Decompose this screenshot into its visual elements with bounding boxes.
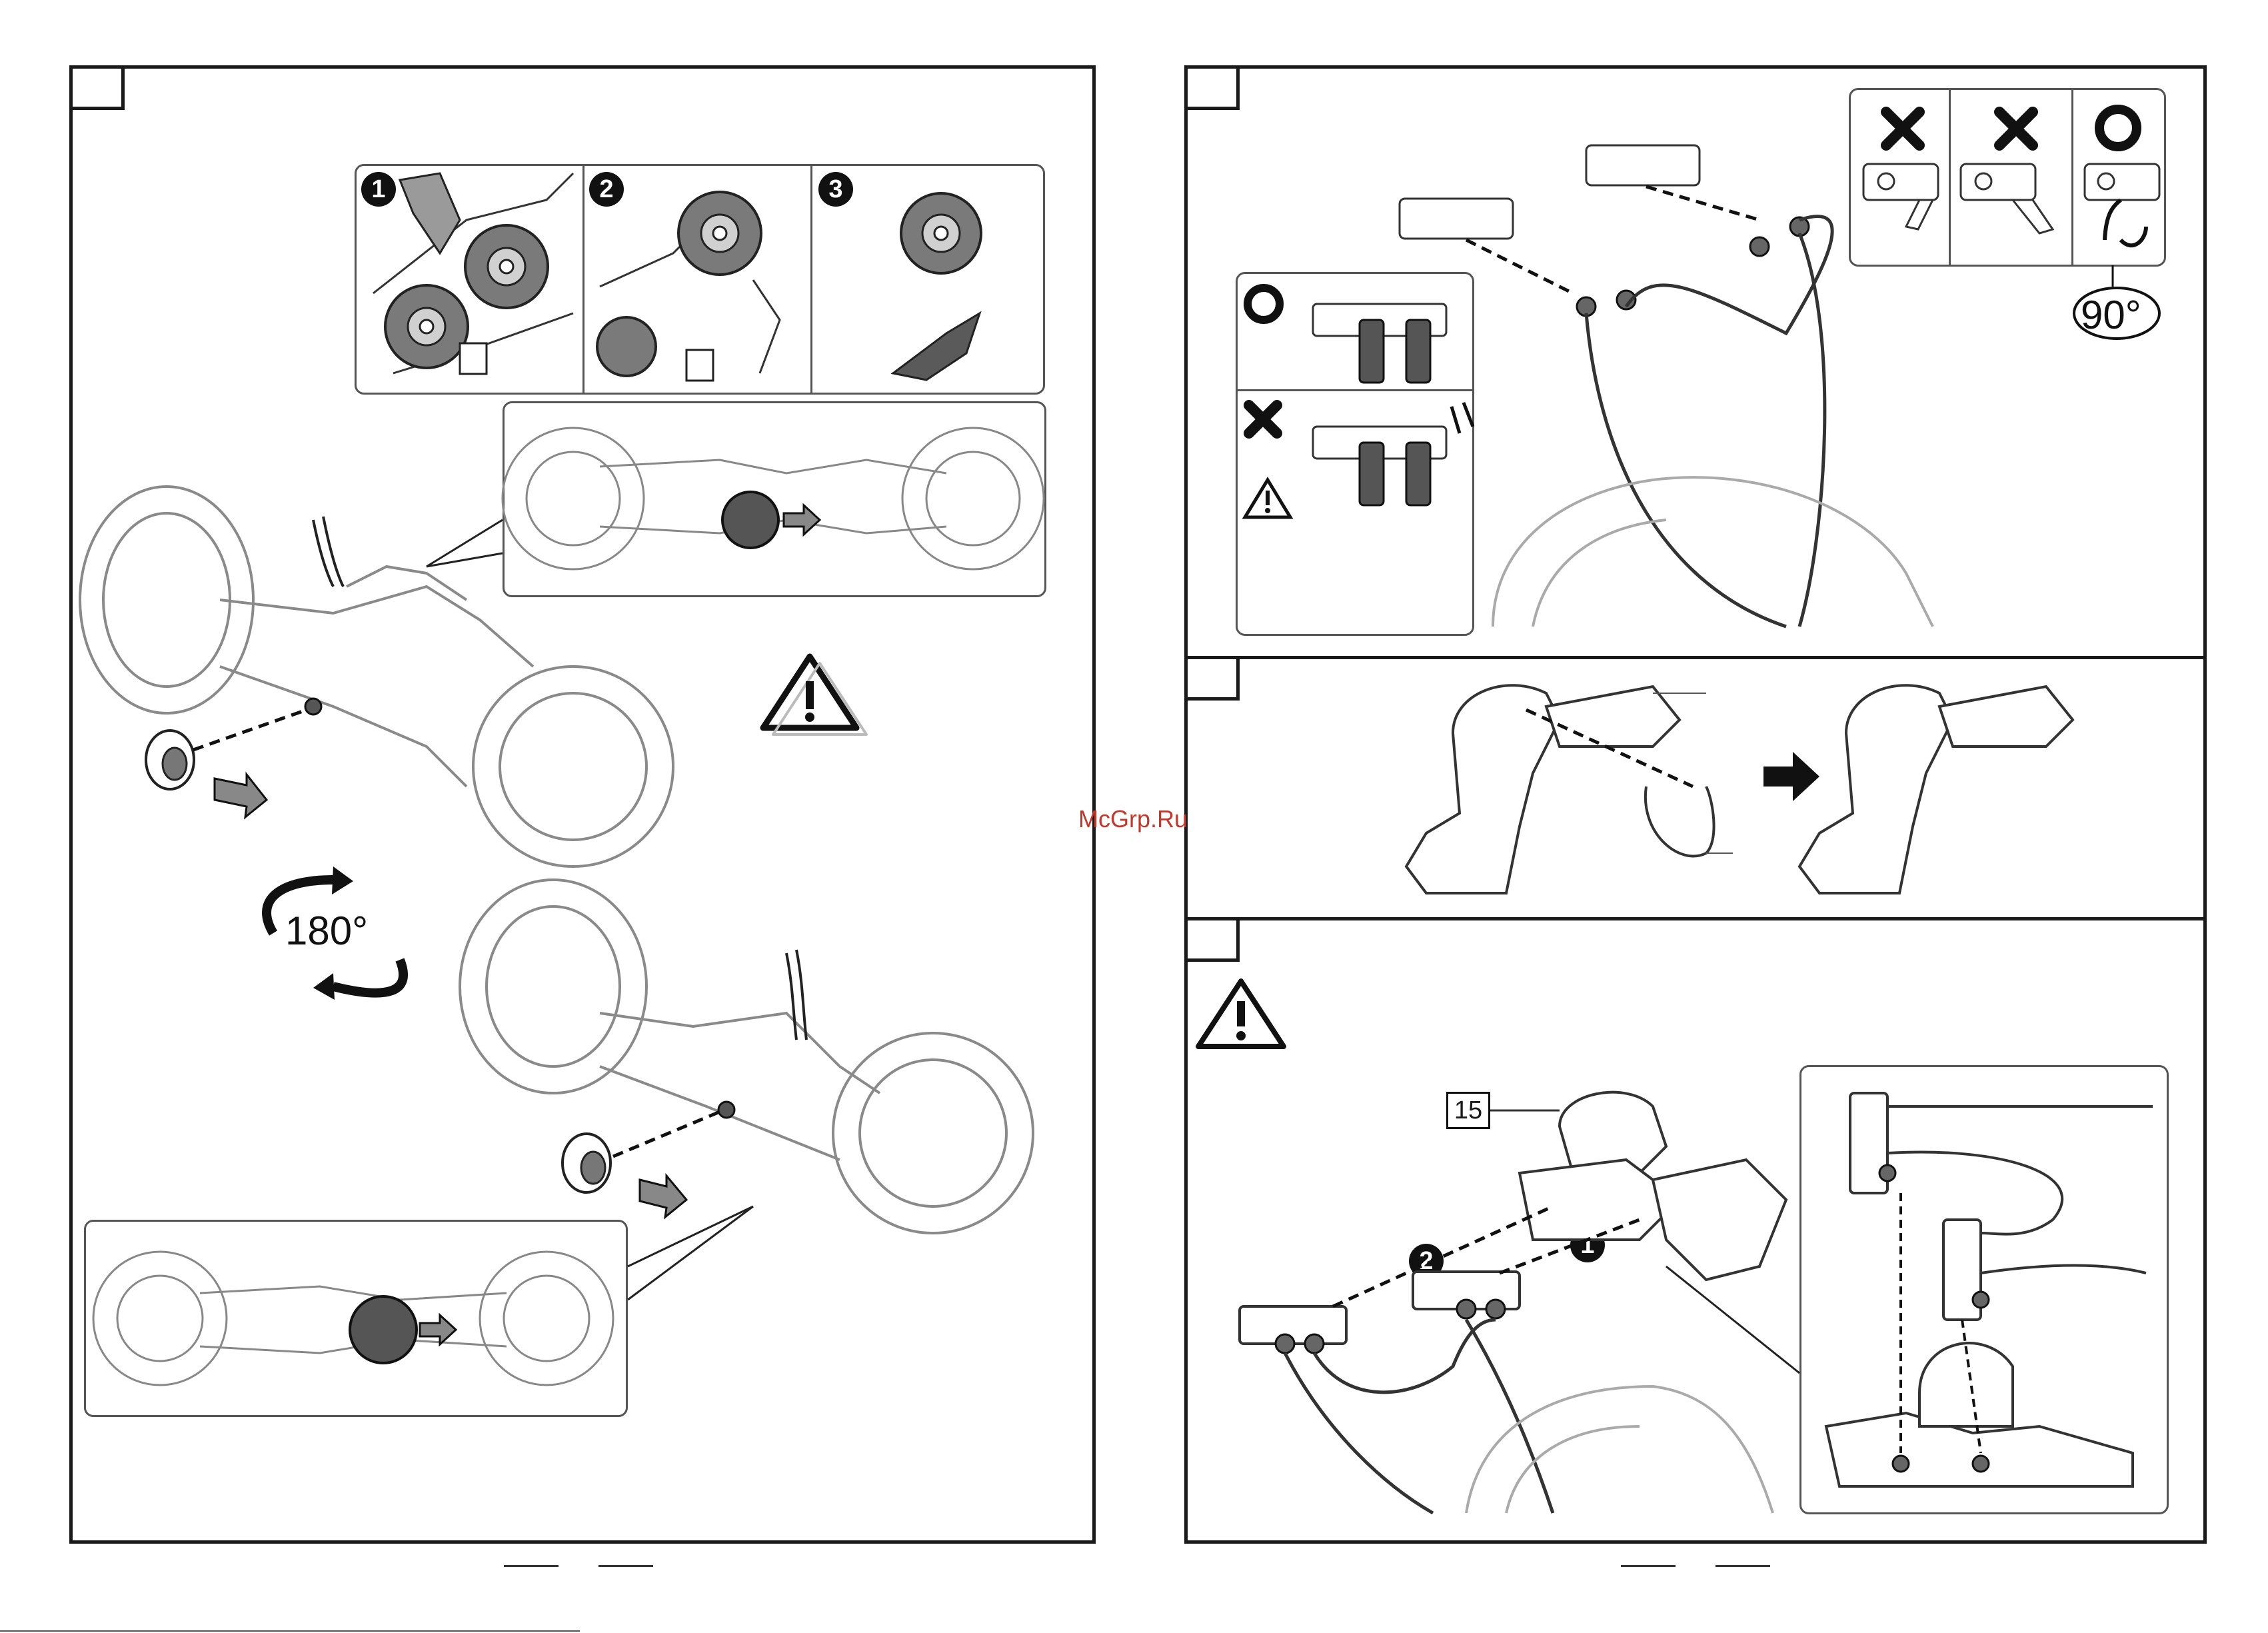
watermark-text: McGrp.Ru	[1078, 805, 1188, 833]
page-footer-line	[1621, 1565, 1676, 1567]
page-footer-line	[1715, 1565, 1770, 1567]
bottom-edge-rule	[0, 1630, 580, 1632]
